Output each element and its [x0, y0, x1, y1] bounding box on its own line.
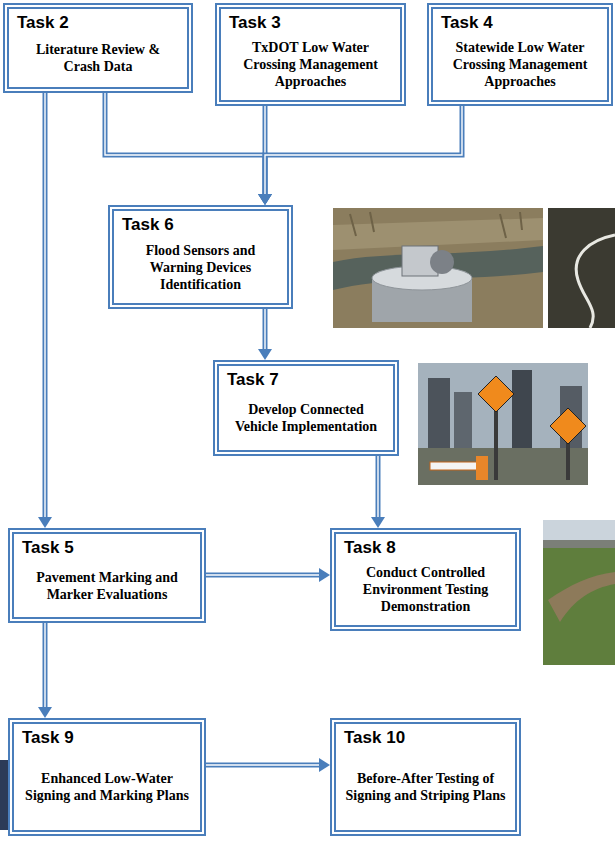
task-title: Statewide Low Water Crossing Management … [441, 39, 599, 92]
arrow-line-gap [44, 93, 45, 519]
photo-cable [576, 235, 615, 328]
task-number: Task 6 [122, 214, 279, 235]
arrow-line-gap [377, 456, 378, 519]
arrow-line [43, 93, 48, 519]
flow-arrow [206, 568, 330, 582]
gate-post [476, 456, 488, 480]
photo-building [428, 378, 450, 448]
photo-treeline [543, 540, 615, 548]
flow-arrow [38, 93, 52, 528]
cable-photo [548, 208, 615, 328]
arrow-head [38, 517, 52, 528]
arrow-line-gap [264, 309, 265, 351]
task-box: Task 6 Flood Sensors and Warning Devices … [108, 205, 293, 309]
arrow-line-gap [105, 93, 265, 196]
arrow-line [206, 573, 321, 578]
photo-ground [333, 208, 543, 328]
task-box: Task 5 Pavement Marking and Marker Evalua… [8, 528, 206, 623]
task-number: Task 7 [227, 369, 385, 390]
sensor-photo [333, 208, 543, 328]
task-title: Conduct Controlled Environment Testing D… [344, 564, 507, 617]
task-number: Task 5 [22, 537, 192, 558]
photo-sky [418, 363, 588, 485]
photo-reeds [350, 212, 522, 238]
photo-field [543, 548, 615, 665]
task-number: Task 9 [22, 727, 192, 748]
warning-sign [478, 376, 514, 412]
arrow-head [258, 194, 272, 205]
arrow-line-gap [44, 623, 45, 709]
task-box: Task 2 Literature Review & Crash Data [3, 3, 193, 93]
task-box: Task 4 Statewide Low Water Crossing Manag… [427, 3, 613, 106]
arrow-line [376, 456, 381, 519]
flow-arrow [206, 758, 330, 772]
arrow-head [319, 568, 330, 582]
arrow-line [43, 623, 48, 709]
arrow-head [258, 194, 272, 205]
photo-grass [333, 218, 543, 250]
arrow-line [263, 309, 268, 351]
task-title: Before-After Testing of Signing and Stri… [344, 754, 507, 822]
arrow-line [206, 763, 321, 768]
arrow-head [258, 194, 272, 205]
arrow-line [265, 106, 462, 196]
arrow-head [38, 707, 52, 718]
flow-arrow [258, 106, 462, 205]
task-box: Task 7 Develop Connected Vehicle Implemen… [213, 360, 399, 456]
task-box: Task 8 Conduct Controlled Environment Tes… [330, 528, 521, 631]
arrow-line-gap [206, 574, 321, 575]
gate-arm [430, 462, 482, 470]
task-title: Enhanced Low-Water Signing and Marking P… [22, 754, 192, 822]
task-title: TxDOT Low Water Crossing Management Appr… [229, 39, 392, 92]
photo-soil [548, 208, 615, 328]
sensor-disk [430, 250, 454, 274]
task-title: Pavement Marking and Marker Evaluations [22, 564, 192, 609]
track-photo [543, 520, 615, 665]
task-box: Task 10 Before-After Testing of Signing a… [330, 718, 521, 836]
flow-arrow [105, 93, 272, 205]
arrow-head [371, 517, 385, 528]
photo-building [512, 370, 532, 448]
task-box: Task 3 TxDOT Low Water Crossing Managemen… [215, 3, 406, 106]
arrow-line [105, 93, 265, 196]
arrow-line-gap [206, 764, 321, 765]
task-number: Task 3 [229, 12, 392, 33]
task-number: Task 8 [344, 537, 507, 558]
task-number: Task 2 [17, 12, 179, 33]
task-box: Task 9 Enhanced Low-Water Signing and Mar… [8, 718, 206, 836]
task-title: Flood Sensors and Warning Devices Identi… [122, 241, 279, 295]
arrow-head [319, 758, 330, 772]
task-number: Task 10 [344, 727, 507, 748]
flow-arrow [38, 623, 52, 718]
task-number: Task 4 [441, 12, 599, 33]
warning-sign [550, 408, 586, 444]
flow-arrow [371, 456, 385, 528]
photo-water [333, 246, 543, 290]
arrow-line-gap [265, 106, 462, 196]
photo-sky [543, 520, 615, 665]
photo-building [454, 392, 472, 448]
arrow-head [258, 349, 272, 360]
signs-photo [418, 363, 588, 485]
flow-arrow [258, 309, 272, 360]
photo-road [548, 572, 615, 622]
photo-ground [418, 448, 588, 485]
task-title: Develop Connected Vehicle Implementation [227, 396, 385, 442]
task-title: Literature Review & Crash Data [17, 39, 179, 79]
